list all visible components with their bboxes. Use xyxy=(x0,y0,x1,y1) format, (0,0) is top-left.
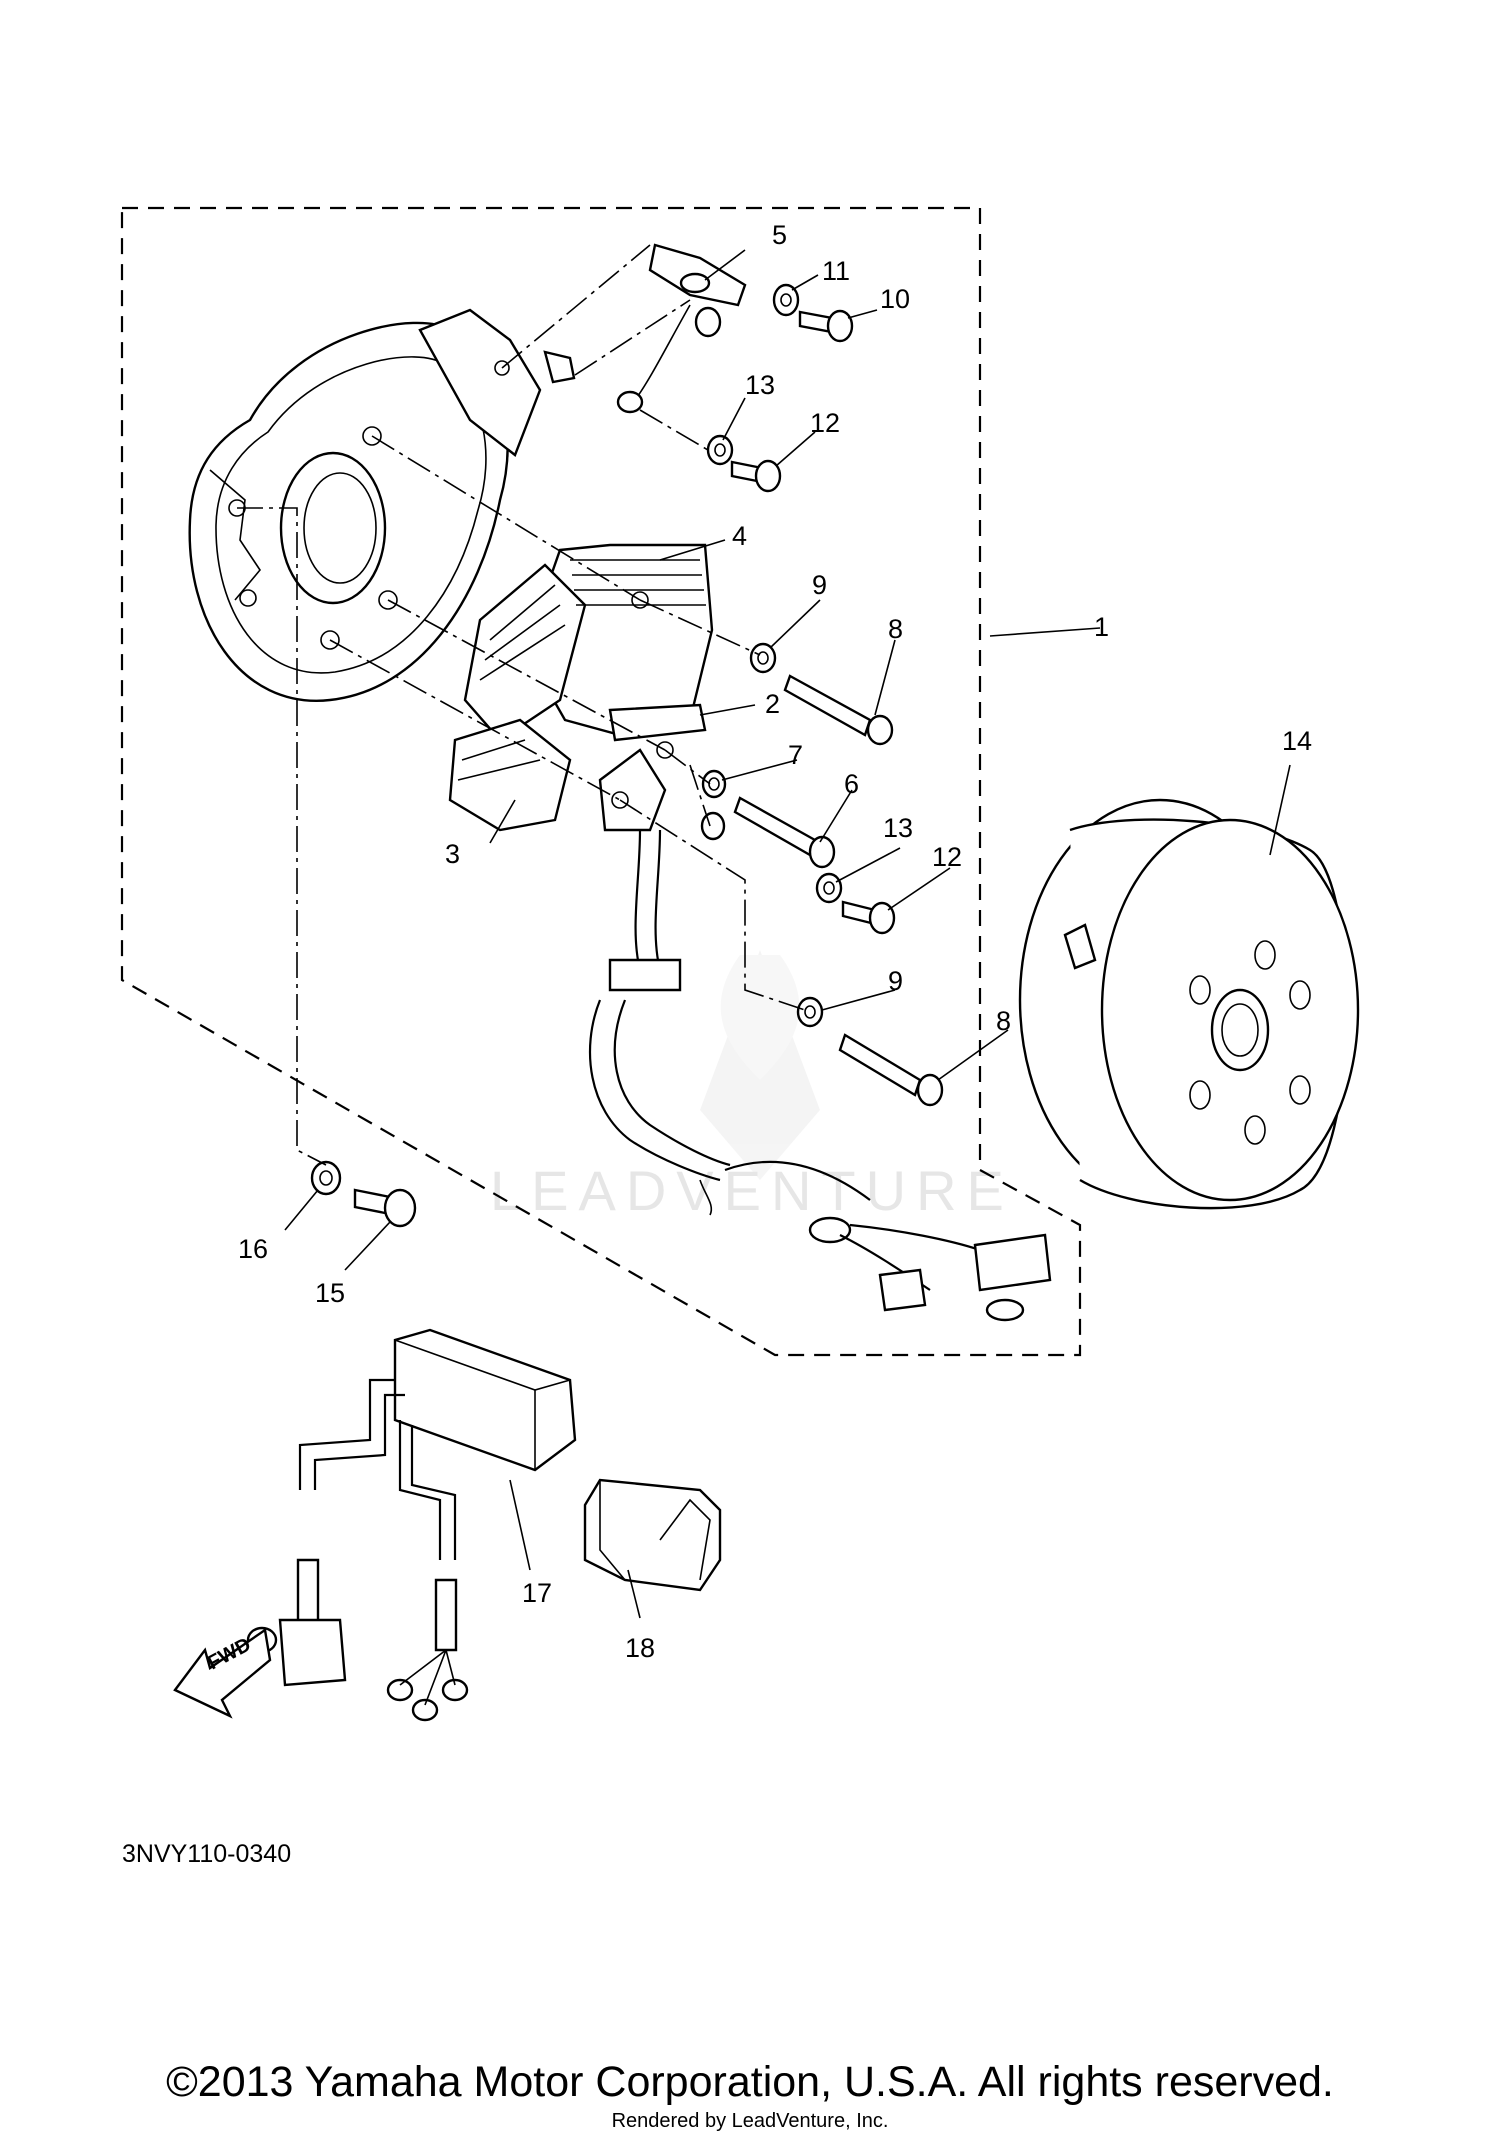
callout-11: 11 xyxy=(822,256,850,286)
fastener-washer-11 xyxy=(772,283,800,317)
fastener-washer-9-upper xyxy=(749,642,777,674)
callout-15: 15 xyxy=(315,1278,345,1308)
fastener-washer-16 xyxy=(310,1160,342,1196)
watermark-logo xyxy=(700,950,820,1180)
fastener-bolt-8-lower xyxy=(838,1033,944,1107)
callout-4: 4 xyxy=(732,521,747,551)
fastener-screw-15 xyxy=(353,1188,417,1228)
callout-1: 1 xyxy=(1094,612,1109,642)
callout-16: 16 xyxy=(238,1234,268,1264)
callout-numbers: 1 2 3 4 5 6 7 8 8 9 9 10 11 12 12 13 13 … xyxy=(238,220,1312,1663)
fastener-bolt-8-upper xyxy=(783,674,894,746)
diagram-code: 3NVY110-0340 xyxy=(122,1840,291,1868)
fastener-screw-12-upper xyxy=(730,459,782,493)
callout-9-lower: 9 xyxy=(888,966,903,996)
fastener-screw-12-lower xyxy=(841,900,896,935)
callout-8-upper: 8 xyxy=(888,614,903,644)
fastener-screw-10 xyxy=(798,309,854,343)
stator-coil-assembly xyxy=(448,543,714,832)
rubber-cover xyxy=(583,1478,722,1592)
callout-3: 3 xyxy=(445,839,460,869)
callout-5: 5 xyxy=(772,220,787,250)
callout-17: 17 xyxy=(522,1578,552,1608)
fastener-washer-13-upper xyxy=(706,434,734,466)
callout-2: 2 xyxy=(765,689,780,719)
callout-8-lower: 8 xyxy=(996,1006,1011,1036)
callout-13-lower: 13 xyxy=(883,813,913,843)
pickup-coil xyxy=(543,243,747,414)
fastener-washer-7 xyxy=(701,769,727,799)
callout-13-upper: 13 xyxy=(745,370,775,400)
leader-lines xyxy=(284,249,1291,1619)
fastener-bolt-6 xyxy=(733,796,836,869)
fastener-washer-6-side xyxy=(700,811,726,841)
flywheel-rotor xyxy=(1018,798,1360,1210)
callout-18: 18 xyxy=(625,1633,655,1663)
chain-lines xyxy=(237,244,806,1166)
copyright-notice: ©2013 Yamaha Motor Corporation, U.S.A. A… xyxy=(166,2058,1334,2106)
callout-12-lower: 12 xyxy=(932,842,962,872)
fastener-washer-13-lower xyxy=(815,872,843,904)
fwd-arrow-icon: FWD xyxy=(173,1627,272,1719)
fastener-washer-9-lower xyxy=(796,996,824,1028)
callout-6: 6 xyxy=(844,769,859,799)
stator-base-plate xyxy=(188,308,542,702)
cdi-unit xyxy=(246,1328,577,1722)
watermark-text: LEADVENTURE xyxy=(490,1159,1014,1222)
rendered-by-notice: Rendered by LeadVenture, Inc. xyxy=(611,2110,889,2132)
wire-harness xyxy=(588,829,1052,1322)
callout-14: 14 xyxy=(1282,726,1312,756)
assembly-boundary xyxy=(120,206,1082,1357)
callout-7: 7 xyxy=(788,740,803,770)
callout-9-upper: 9 xyxy=(812,570,827,600)
callout-12-upper: 12 xyxy=(810,408,840,438)
callout-10: 10 xyxy=(880,284,910,314)
